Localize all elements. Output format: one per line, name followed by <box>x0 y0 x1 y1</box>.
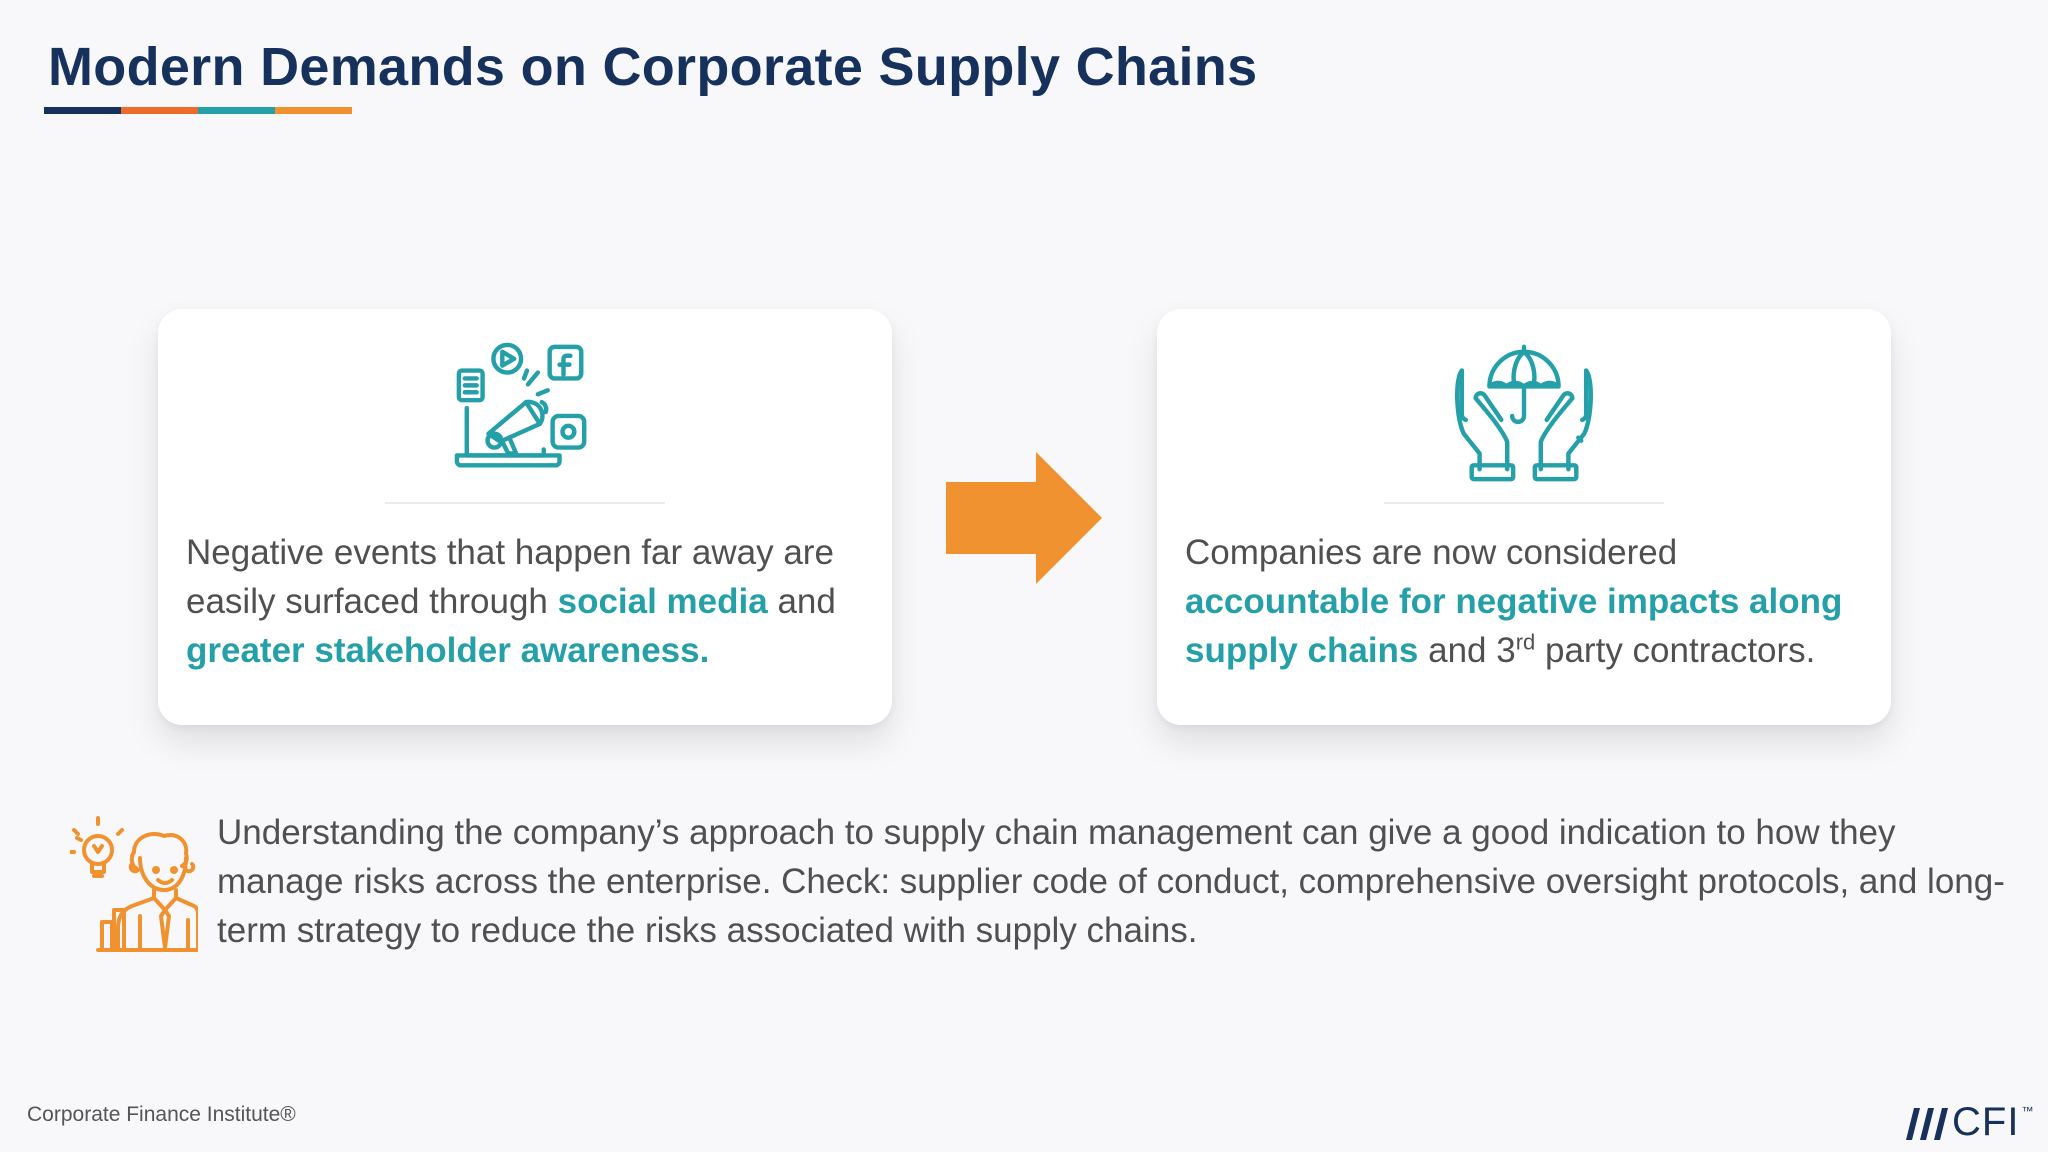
text-segment: and 3 <box>1418 631 1516 670</box>
underline-segment-red-orange <box>121 107 198 114</box>
hands-umbrella-icon <box>1450 339 1598 487</box>
cfi-slashes-icon <box>1906 1108 1948 1140</box>
card-text: Negative events that happen far away are… <box>186 528 870 675</box>
card-divider <box>1384 502 1664 504</box>
text-segment: party contractors. <box>1535 631 1816 670</box>
highlight-accountable: accountable for negative impacts along s… <box>1185 582 1843 670</box>
cfi-logo-text: CFI <box>1952 1100 2020 1144</box>
underline-segment-teal <box>198 107 275 114</box>
text-segment: Companies are now considered <box>1185 533 1678 572</box>
right-arrow-icon <box>946 452 1102 584</box>
insight-text: Understanding the company’s approach to … <box>217 813 2005 950</box>
social-media-megaphone-icon <box>451 339 599 487</box>
text-segment: Negative events that happen far away are… <box>186 533 834 621</box>
card-accountability: Companies are now considered accountable… <box>1157 309 1891 725</box>
superscript-rd: rd <box>1515 629 1536 655</box>
card-divider <box>385 502 665 504</box>
cfi-trademark: ™ <box>2021 1104 2034 1118</box>
title-underline <box>44 107 352 114</box>
slide-title: Modern Demands on Corporate Supply Chain… <box>48 37 1258 97</box>
businessman-idea-icon <box>68 812 200 952</box>
footer-company-name: Corporate Finance Institute® <box>27 1103 296 1126</box>
text-segment: and <box>767 582 836 621</box>
underline-segment-navy <box>44 107 121 114</box>
cfi-logo: CFI ™ <box>1906 1100 2033 1144</box>
highlight-social-media: social media <box>557 582 768 621</box>
highlight-stakeholder-awareness: greater stakeholder awareness. <box>186 631 710 670</box>
underline-segment-orange <box>275 107 352 114</box>
card-social-media: Negative events that happen far away are… <box>158 309 892 725</box>
card-text: Companies are now considered accountable… <box>1185 528 1869 675</box>
